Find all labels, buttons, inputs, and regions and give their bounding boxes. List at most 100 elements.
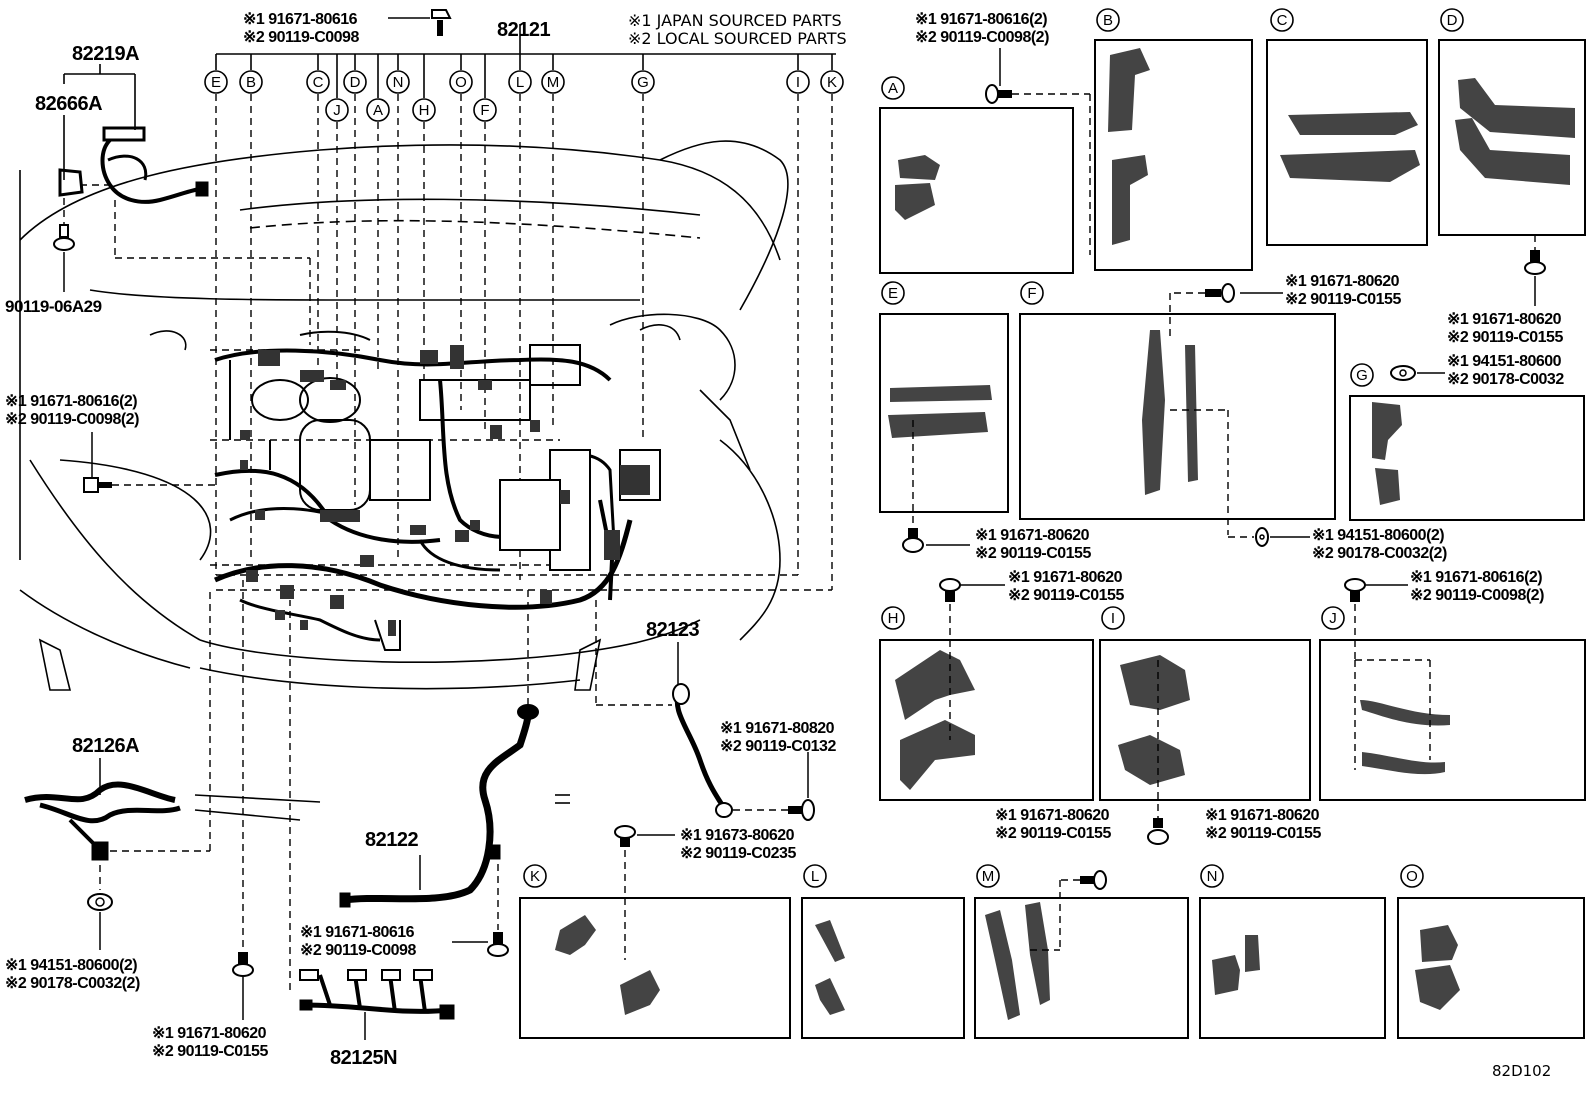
svg-text:J: J xyxy=(1329,610,1337,627)
detail-box-O: O xyxy=(1397,864,1585,1039)
svg-text:N: N xyxy=(1207,868,1218,885)
top-bolt-label: ※1 91671-80616 ※2 90119-C0098 xyxy=(243,9,452,46)
sensor-harness-82219A xyxy=(58,126,209,204)
callout-N: N xyxy=(386,70,410,94)
bolt-E-label-2: ※2 90119-C0155 xyxy=(975,545,1091,562)
svg-text:C: C xyxy=(313,74,324,91)
bolt-M-icon xyxy=(1080,870,1107,890)
bolt-H-label-2: ※2 90119-C0155 xyxy=(1008,587,1124,604)
callout-F: F xyxy=(473,98,497,122)
local-sourced-note: ※2 LOCAL SOURCED PARTS xyxy=(628,29,847,48)
detail-box-K: K xyxy=(519,864,791,1039)
callout-leaders xyxy=(210,94,833,591)
callout-K: K xyxy=(820,70,844,94)
bolt-E-icon xyxy=(902,528,924,553)
callout-J: J xyxy=(325,98,349,122)
harness-82125N xyxy=(299,969,455,1040)
japan-sourced-note: ※1 JAPAN SOURCED PARTS xyxy=(628,11,842,30)
part-82126A: 82126A xyxy=(72,735,139,757)
bolt-a-label-1: ※1 91671-80616(2) xyxy=(5,393,137,410)
nut-F2-icon xyxy=(1255,527,1269,547)
bolt-c-label-2: ※2 90119-C0098 xyxy=(300,942,416,959)
bolt-F-label-2: ※2 90119-C0155 xyxy=(1285,291,1401,308)
nut-G-label-2: ※2 90178-C0032 xyxy=(1447,371,1564,388)
svg-text:O: O xyxy=(455,74,467,91)
callout-O: O xyxy=(449,70,473,94)
part-90119-06A29: 90119-06A29 xyxy=(5,297,102,316)
bolt-I-icon xyxy=(1147,818,1169,845)
cable-82123 xyxy=(672,683,733,818)
nut-G-label-1: ※1 94151-80600 xyxy=(1447,353,1562,370)
part-82122: 82122 xyxy=(365,829,418,851)
bolt-HI-label-1: ※1 91671-80620 xyxy=(995,807,1110,824)
callout-H: H xyxy=(412,98,436,122)
bolt-B-label-2: ※2 90119-C0098(2) xyxy=(915,29,1049,46)
nut-G-icon xyxy=(1390,365,1416,381)
svg-text:F: F xyxy=(480,102,489,119)
header-notes: ※1 JAPAN SOURCED PARTS ※2 LOCAL SOURCED … xyxy=(628,11,847,48)
svg-text:H: H xyxy=(419,102,430,119)
bolt-b-label-1: ※1 91671-80620 xyxy=(152,1025,267,1042)
nut-F2-label-2: ※2 90178-C0032(2) xyxy=(1312,545,1447,562)
bolt-B-label-1: ※1 91671-80616(2) xyxy=(915,11,1047,28)
detail-box-G: G xyxy=(1349,363,1585,521)
svg-text:C: C xyxy=(1277,12,1288,29)
svg-text:M: M xyxy=(547,74,560,91)
svg-text:E: E xyxy=(211,74,221,91)
svg-text:M: M xyxy=(982,868,995,885)
svg-text:H: H xyxy=(888,610,899,627)
bolt-c-label-1: ※1 91671-80616 xyxy=(300,924,415,941)
harness-blobs xyxy=(240,345,650,636)
detail-box-N: N xyxy=(1199,864,1386,1039)
bolt-F-icon xyxy=(1205,283,1235,303)
svg-text:L: L xyxy=(516,74,524,91)
svg-text:N: N xyxy=(393,74,404,91)
svg-text:A: A xyxy=(373,102,383,119)
callout-E: E xyxy=(204,70,228,94)
nut-a-label-2: ※2 90178-C0032(2) xyxy=(5,975,140,992)
bolt-e-label-2: ※2 90119-C0235 xyxy=(680,845,796,862)
bolt-J-label-1: ※1 91671-80616(2) xyxy=(1410,569,1542,586)
svg-text:K: K xyxy=(530,868,540,885)
detail-boxes: A B C D E xyxy=(519,8,1586,1039)
top-bolt-icon xyxy=(431,9,452,36)
detail-box-M: M xyxy=(974,864,1189,1039)
bolt-I-label-2: ※2 90119-C0155 xyxy=(1205,825,1321,842)
svg-text:I: I xyxy=(1111,610,1115,627)
bolt-b-icon xyxy=(232,952,254,1020)
svg-text:E: E xyxy=(888,285,898,302)
bolt-B-icon xyxy=(985,84,1091,255)
detail-box-E: E xyxy=(879,281,1009,513)
detail-box-F: F xyxy=(1019,281,1336,520)
part-82219A: 82219A xyxy=(72,43,139,65)
svg-text:K: K xyxy=(827,74,837,91)
bolt-e-icon xyxy=(614,825,675,960)
svg-text:B: B xyxy=(1103,12,1113,29)
svg-text:I: I xyxy=(796,74,800,91)
bolt-I-label-1: ※1 91671-80620 xyxy=(1205,807,1320,824)
callout-bracket xyxy=(215,24,836,98)
bolt-d-label-1: ※1 91671-80820 xyxy=(720,720,835,737)
top-bolt-label-2: ※2 90119-C0098 xyxy=(243,29,359,46)
callout-M: M xyxy=(541,70,565,94)
detail-box-B: B xyxy=(1094,8,1253,271)
harness-82122 xyxy=(339,704,539,908)
nut-a-label-1: ※1 94151-80600(2) xyxy=(5,957,137,974)
detail-box-J: J xyxy=(1319,606,1586,801)
callout-G: G xyxy=(631,70,655,94)
engine-bay-outline xyxy=(19,140,789,821)
nut-a-icon xyxy=(87,893,113,950)
callout-I: I xyxy=(786,70,810,94)
svg-text:G: G xyxy=(637,74,649,91)
detail-box-I: I xyxy=(1099,606,1311,801)
bolt-D-label-1: ※1 91671-80620 xyxy=(1447,311,1562,328)
bolt-F-label-1: ※1 91671-80620 xyxy=(1285,273,1400,290)
bolt-d-icon xyxy=(788,752,815,821)
part-82666A: 82666A xyxy=(35,93,102,115)
detail-box-A: A xyxy=(879,76,1074,274)
svg-text:D: D xyxy=(1447,12,1458,29)
bolt-D-label-2: ※2 90119-C0155 xyxy=(1447,329,1563,346)
harness-82126A xyxy=(24,781,181,861)
detail-box-L: L xyxy=(801,864,965,1039)
